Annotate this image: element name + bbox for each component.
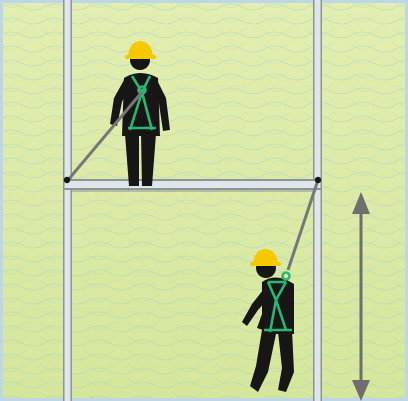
scaffold-upright-left (63, 0, 72, 401)
anchor-point-left (64, 177, 70, 183)
scaffold-upright-right (313, 0, 322, 401)
anchor-point-right (315, 177, 321, 183)
scaffold-platform-rail (63, 179, 322, 192)
